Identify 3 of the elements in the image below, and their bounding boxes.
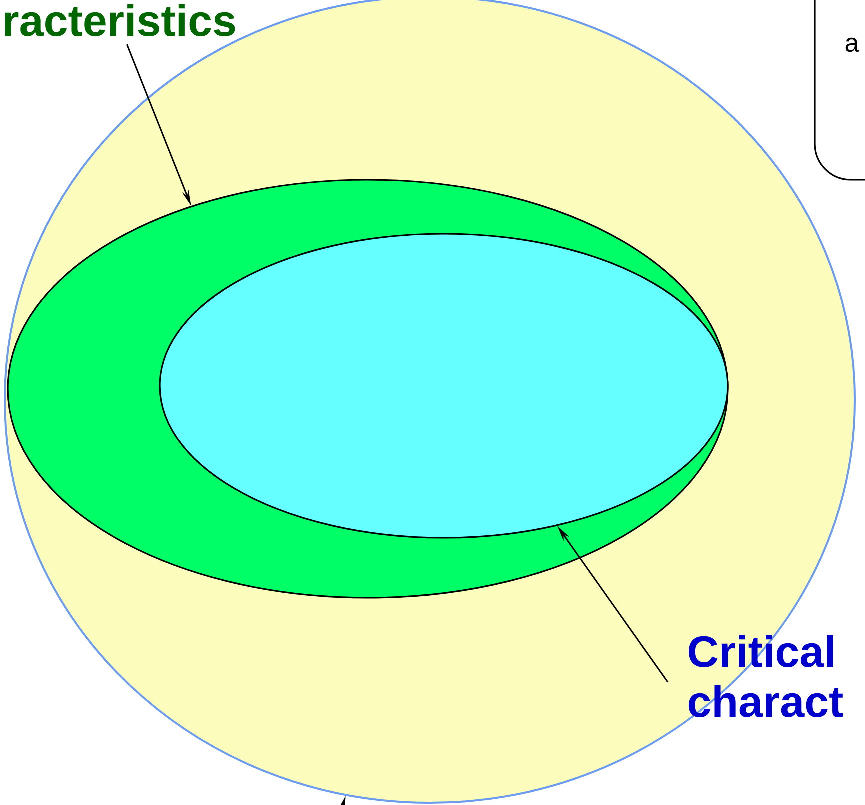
- heading-text: racteristics: [5, 4, 236, 36]
- inner-ellipse: [159, 233, 729, 539]
- note-box: a: [814, 0, 865, 181]
